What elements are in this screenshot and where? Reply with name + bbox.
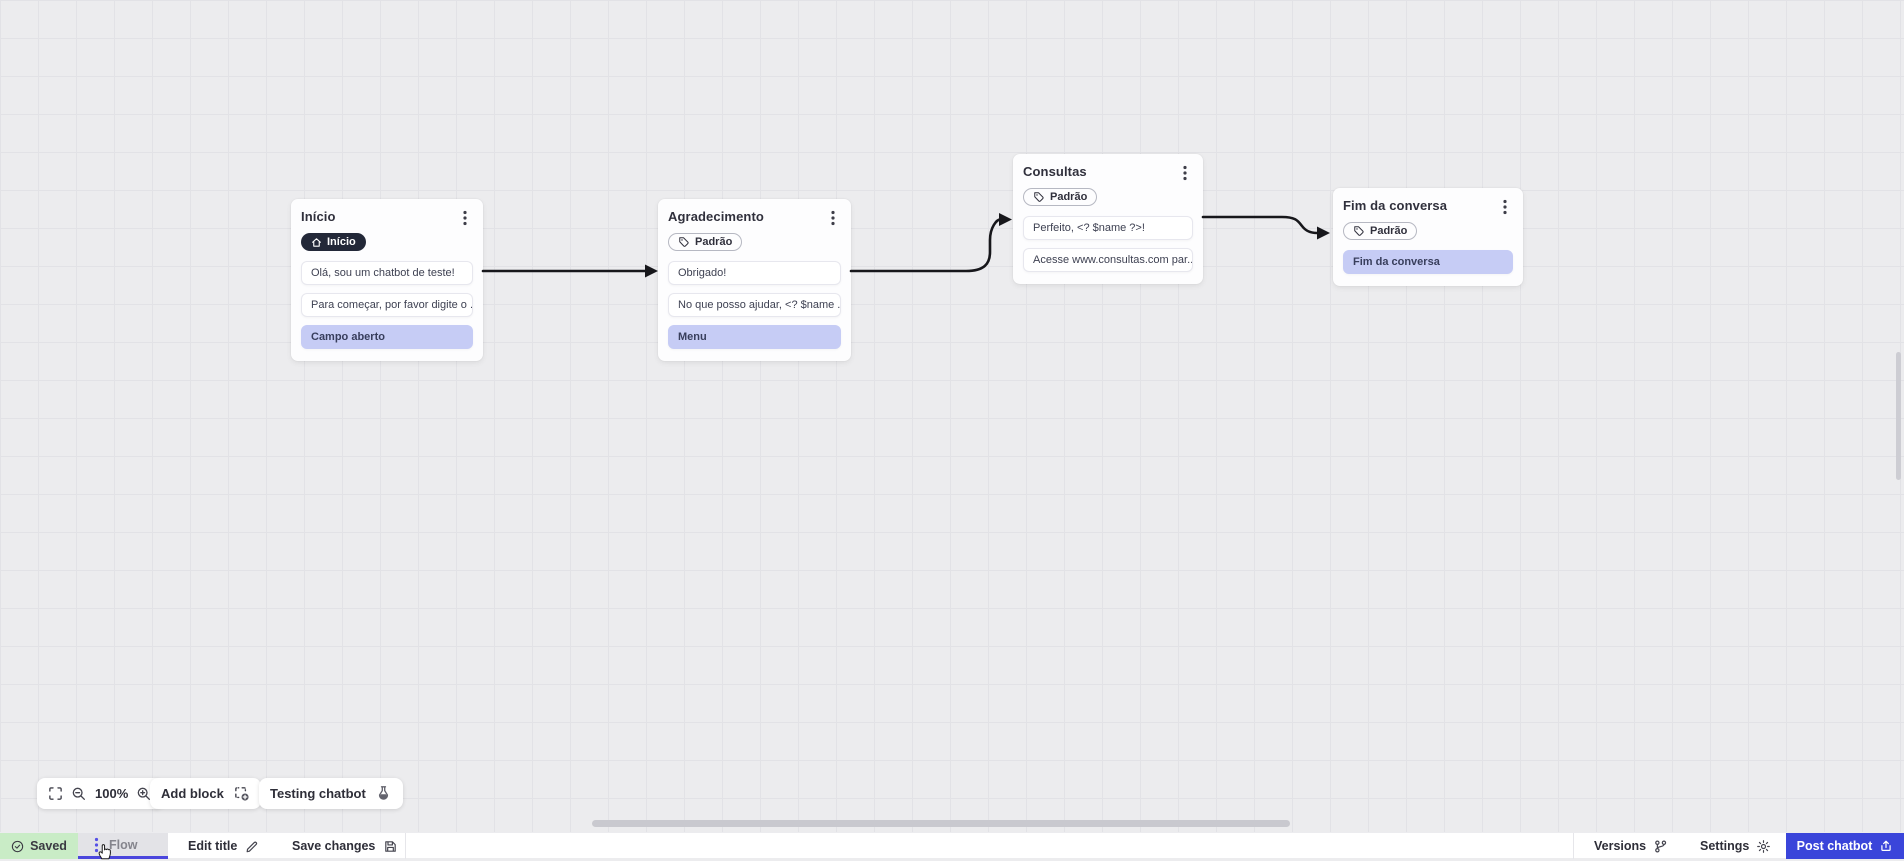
- flow-item-input[interactable]: Menu: [668, 325, 841, 349]
- block-title: Agradecimento: [668, 209, 764, 224]
- git-branch-icon: [1653, 839, 1668, 854]
- flow-item[interactable]: Para começar, por favor digite o ...: [301, 293, 473, 317]
- block-title: Consultas: [1023, 164, 1087, 179]
- horizontal-scrollbar[interactable]: [592, 820, 1290, 827]
- edit-title-button[interactable]: Edit title: [188, 833, 260, 859]
- block-type-badge: Padrão: [1343, 222, 1417, 240]
- flow-item[interactable]: Obrigado!: [668, 261, 841, 285]
- kebab-menu-icon[interactable]: [1177, 164, 1193, 182]
- block-title: Fim da conversa: [1343, 198, 1447, 213]
- tab-flow[interactable]: Flow: [78, 833, 168, 859]
- save-changes-button[interactable]: Save changes: [292, 833, 398, 859]
- versions-button[interactable]: Versions: [1594, 833, 1668, 859]
- flow-item[interactable]: No que posso ajudar, <? $name ...: [668, 293, 841, 317]
- statusbar-divider: [405, 833, 406, 859]
- flow-block-consultas[interactable]: Consultas Padrão Perfeito, <? $name ?>! …: [1013, 154, 1203, 284]
- gear-icon: [1756, 839, 1771, 854]
- flow-block-inicio[interactable]: Início Início Olá, sou um chatbot de tes…: [291, 199, 483, 361]
- tag-icon: [1353, 225, 1365, 237]
- connection-agradecimento-consultas: [851, 220, 1000, 272]
- kebab-menu-icon[interactable]: [1497, 198, 1513, 216]
- drag-handle-dots-icon[interactable]: [94, 837, 99, 853]
- flow-block-agradecimento[interactable]: Agradecimento Padrão Obrigado! No que po…: [658, 199, 851, 361]
- home-icon: [311, 237, 322, 248]
- statusbar-divider: [1573, 833, 1574, 859]
- upload-icon: [1879, 839, 1893, 853]
- zoom-toolbar: 100%: [37, 778, 163, 809]
- flask-icon: [375, 785, 392, 802]
- kebab-menu-icon[interactable]: [457, 209, 473, 227]
- tab-flow-label: Flow: [109, 838, 137, 852]
- flow-item-end[interactable]: Fim da conversa: [1343, 250, 1513, 274]
- post-chatbot-button[interactable]: Post chatbot: [1786, 833, 1904, 859]
- flow-item[interactable]: Perfeito, <? $name ?>!: [1023, 216, 1193, 240]
- block-title: Início: [301, 209, 336, 224]
- status-bar: Saved Flow Edit title Save changes Versi…: [0, 832, 1904, 858]
- saved-status-badge: Saved: [0, 833, 78, 859]
- tag-icon: [678, 236, 690, 248]
- vertical-scrollbar[interactable]: [1896, 352, 1901, 480]
- settings-button[interactable]: Settings: [1700, 833, 1771, 859]
- add-block-button[interactable]: Add block: [150, 778, 261, 809]
- flow-item[interactable]: Olá, sou um chatbot de teste!: [301, 261, 473, 285]
- add-block-icon: [233, 785, 250, 802]
- flow-item[interactable]: Acesse www.consultas.com par...: [1023, 248, 1193, 272]
- check-circle-icon: [11, 840, 24, 853]
- block-type-badge: Padrão: [1023, 188, 1097, 206]
- zoom-level-label: 100%: [95, 786, 128, 801]
- flow-block-fim-da-conversa[interactable]: Fim da conversa Padrão Fim da conversa: [1333, 188, 1523, 286]
- block-type-badge: Início: [301, 233, 366, 251]
- kebab-menu-icon[interactable]: [825, 209, 841, 227]
- save-icon: [383, 839, 398, 854]
- testing-chatbot-button[interactable]: Testing chatbot: [259, 778, 403, 809]
- connection-consultas-fim: [1203, 217, 1317, 233]
- tag-icon: [1033, 191, 1045, 203]
- flow-item-input[interactable]: Campo aberto: [301, 325, 473, 349]
- pencil-icon: [245, 839, 260, 854]
- zoom-out-icon[interactable]: [71, 786, 87, 802]
- block-type-badge: Padrão: [668, 233, 742, 251]
- fullscreen-icon[interactable]: [48, 786, 63, 801]
